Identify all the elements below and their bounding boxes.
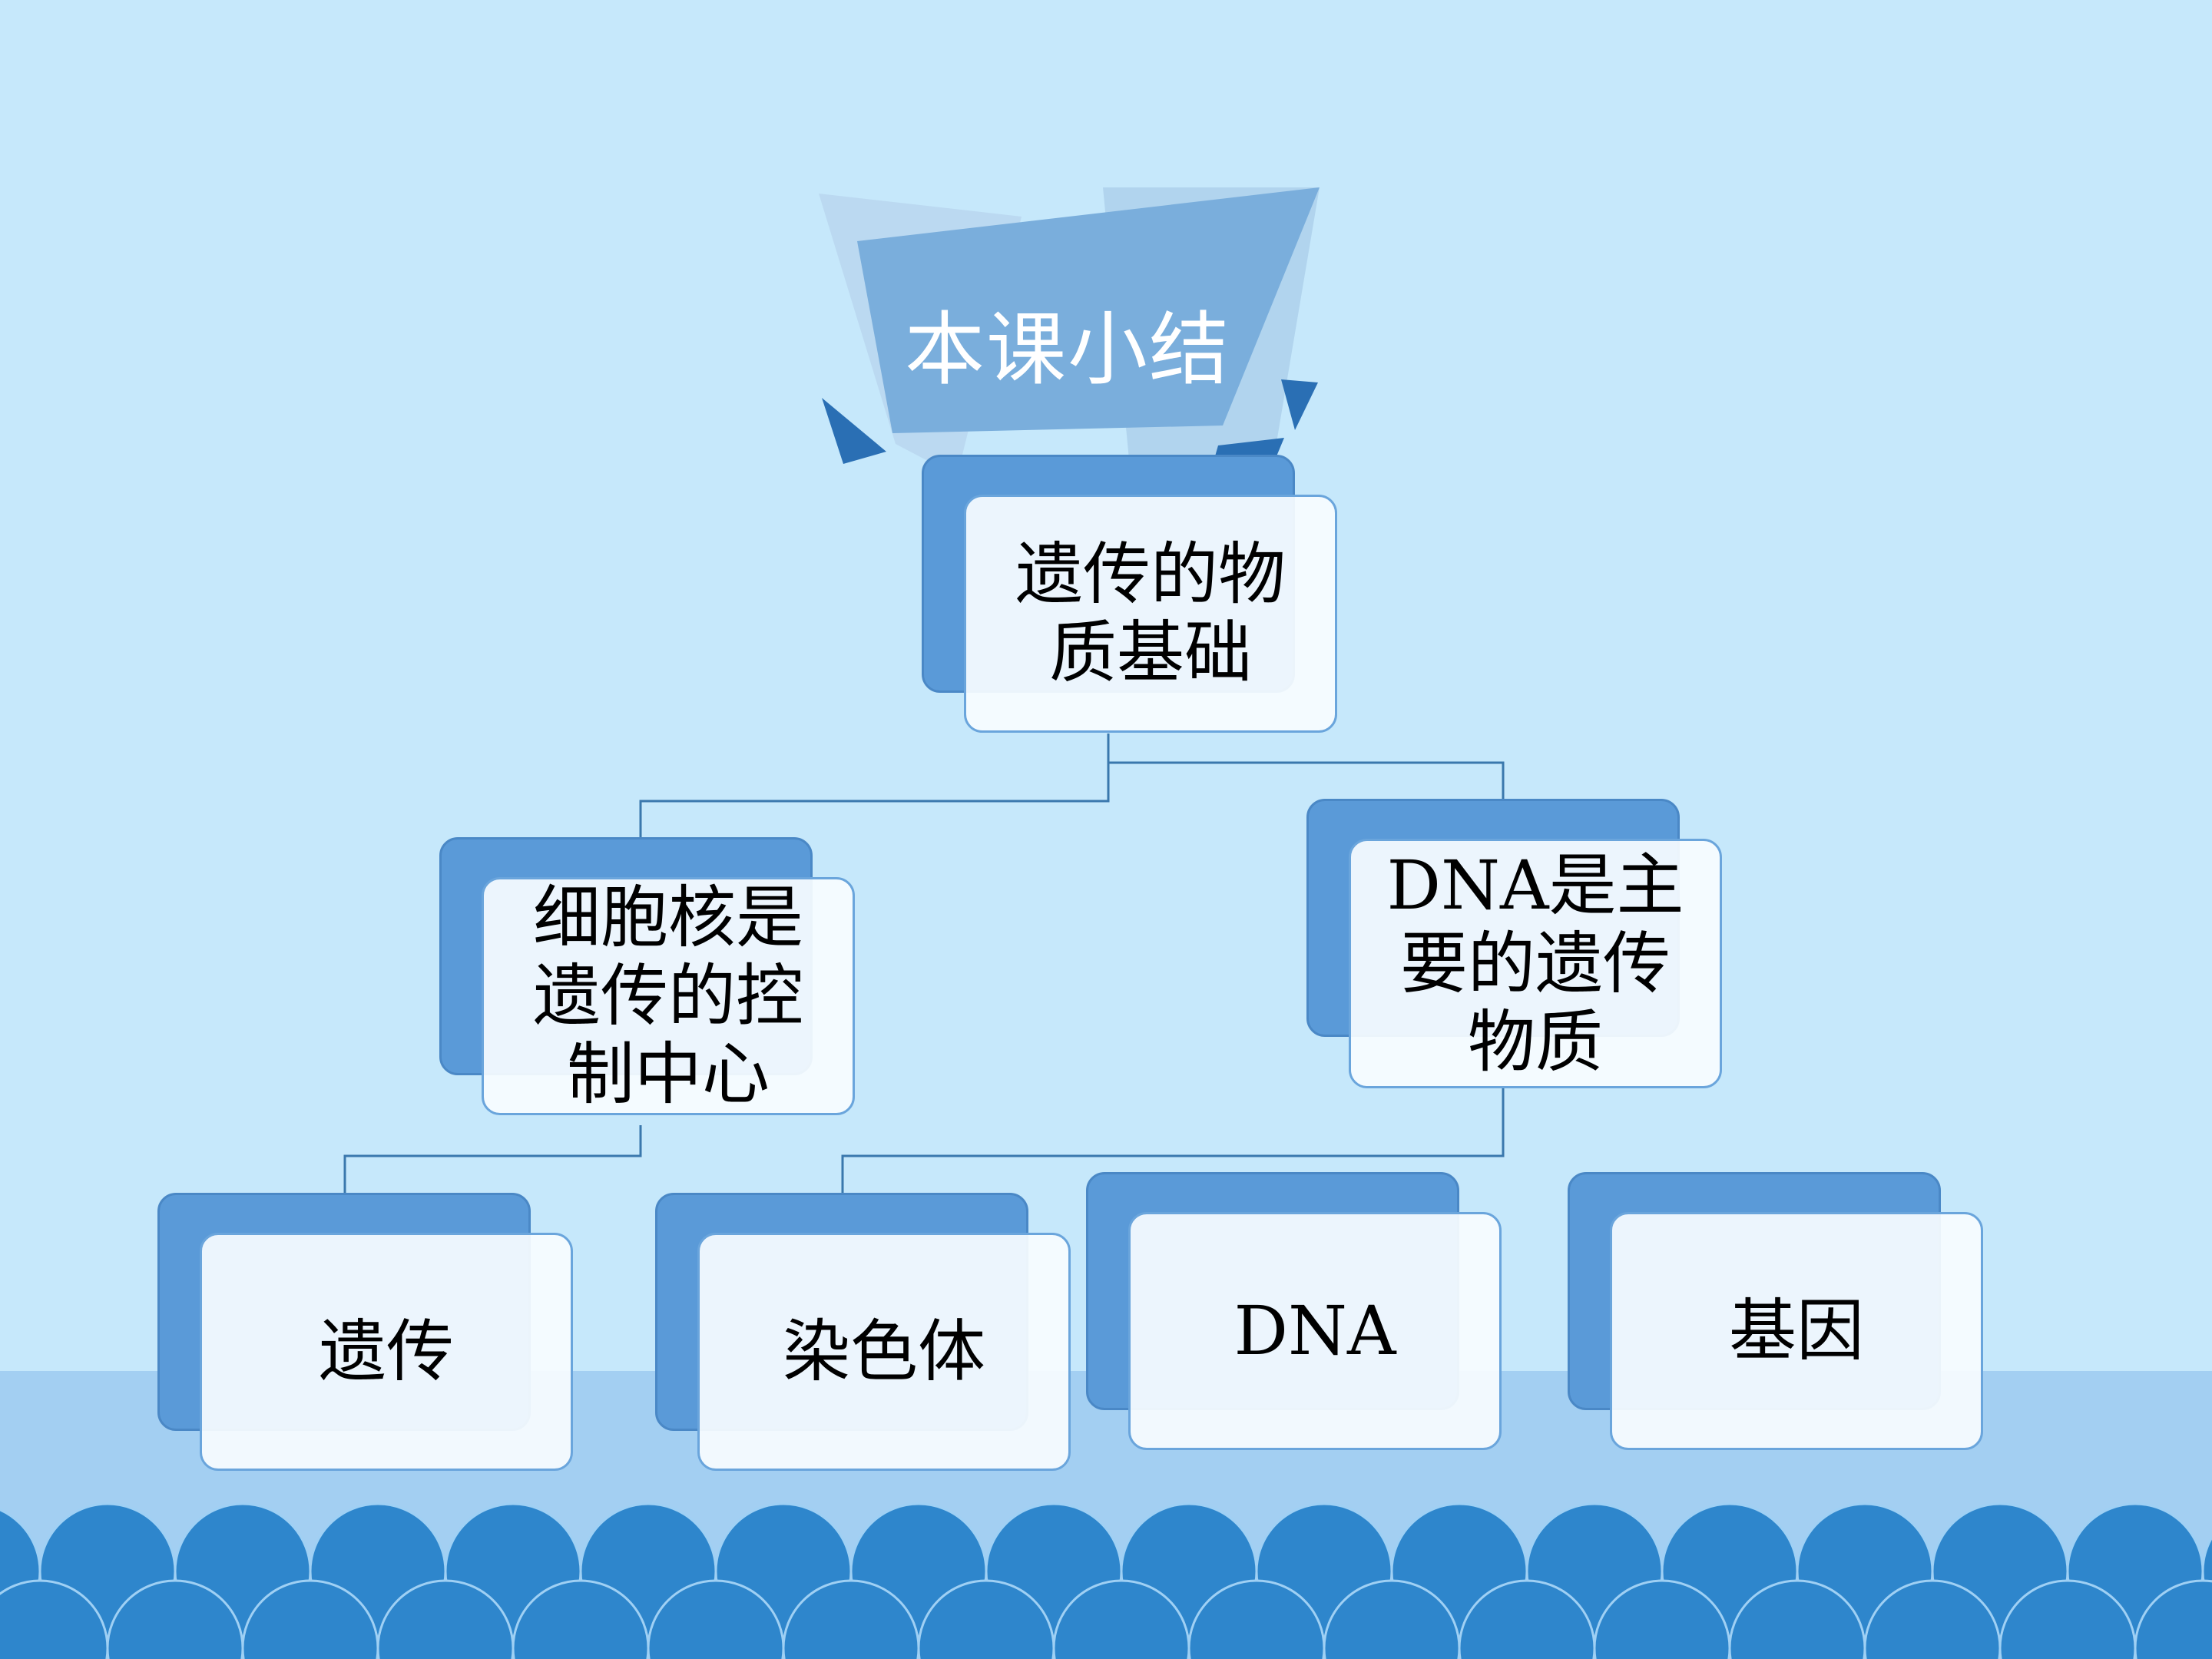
node-right-label: DNA是主要的遗传物质 [1386,845,1684,1081]
node-root: 遗传的物质基础 [922,455,1337,733]
node-left-card: 细胞核是遗传的控制中心 [482,877,855,1115]
node-leaf-3-card: DNA [1128,1212,1502,1450]
ribbon-left-tail [822,398,886,464]
node-left: 细胞核是遗传的控制中心 [439,837,855,1115]
node-leaf-1-label: 遗传 [318,1312,454,1391]
ribbon-right-tail [1281,379,1318,430]
slide-title: 本课小结 [904,303,1230,396]
node-leaf-3-label: DNA [1233,1291,1396,1370]
connector-right-leaf2 [841,1087,1505,1193]
node-leaf-2-label: 染色体 [782,1312,985,1391]
scallop-circle [2134,1579,2212,1659]
node-left-label: 细胞核是遗传的控制中心 [532,878,803,1114]
connector-left-leaf1 [343,1125,642,1193]
node-leaf-2-card: 染色体 [697,1233,1071,1471]
node-root-label: 遗传的物质基础 [1015,535,1286,692]
node-right: DNA是主要的遗传物质 [1306,799,1722,1088]
node-leaf-1-card: 遗传 [200,1233,573,1471]
tree-connectors [343,733,1505,1193]
node-right-card: DNA是主要的遗传物质 [1349,839,1722,1088]
node-leaf-1: 遗传 [157,1193,573,1471]
title-banner [819,187,1320,476]
node-leaf-2: 染色体 [655,1193,1071,1471]
node-leaf-4-label: 基因 [1728,1291,1864,1370]
node-leaf-3: DNA [1086,1172,1502,1450]
connector-root-right [1108,761,1505,799]
node-leaf-4: 基因 [1568,1172,1983,1450]
node-root-card: 遗传的物质基础 [964,495,1337,733]
node-leaf-4-card: 基因 [1610,1212,1983,1450]
scallop-pattern [0,1502,2212,1659]
connector-root-left [639,733,1110,837]
